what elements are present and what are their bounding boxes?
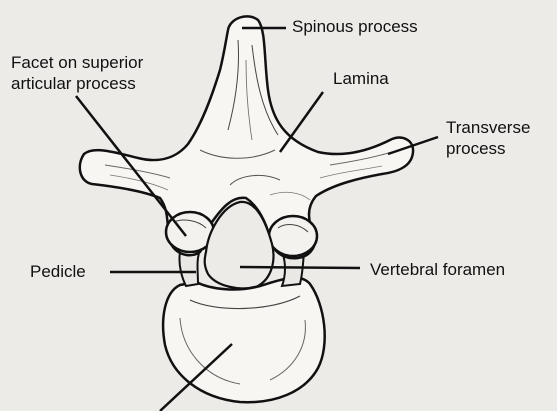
vertebral-foramen-leader — [239, 265, 361, 270]
pedicles — [178, 248, 306, 288]
transverse-process-leader — [387, 135, 439, 156]
leader-lines — [75, 26, 439, 411]
vertebral-body — [161, 276, 326, 404]
transverse-label-line1: Transverse — [446, 118, 531, 137]
vertebral-foramen-label: Vertebral foramen — [370, 260, 506, 279]
articular-facets — [164, 210, 319, 258]
lamina-leader — [278, 91, 325, 153]
lamina-label: Lamina — [333, 69, 389, 88]
transverse-label-line2: process — [446, 139, 506, 158]
pedicle-label: Pedicle — [30, 262, 86, 281]
facet-label: Facet on superior articular process — [11, 52, 191, 94]
spinous-process-label: Spinous process — [292, 17, 418, 36]
transverse-process-label: Transverse process — [446, 117, 551, 159]
facet-label-line2: articular process — [11, 74, 136, 93]
facet-leader — [75, 95, 187, 237]
facet-label-line1: Facet on superior — [11, 53, 144, 72]
body-leader — [159, 343, 233, 411]
